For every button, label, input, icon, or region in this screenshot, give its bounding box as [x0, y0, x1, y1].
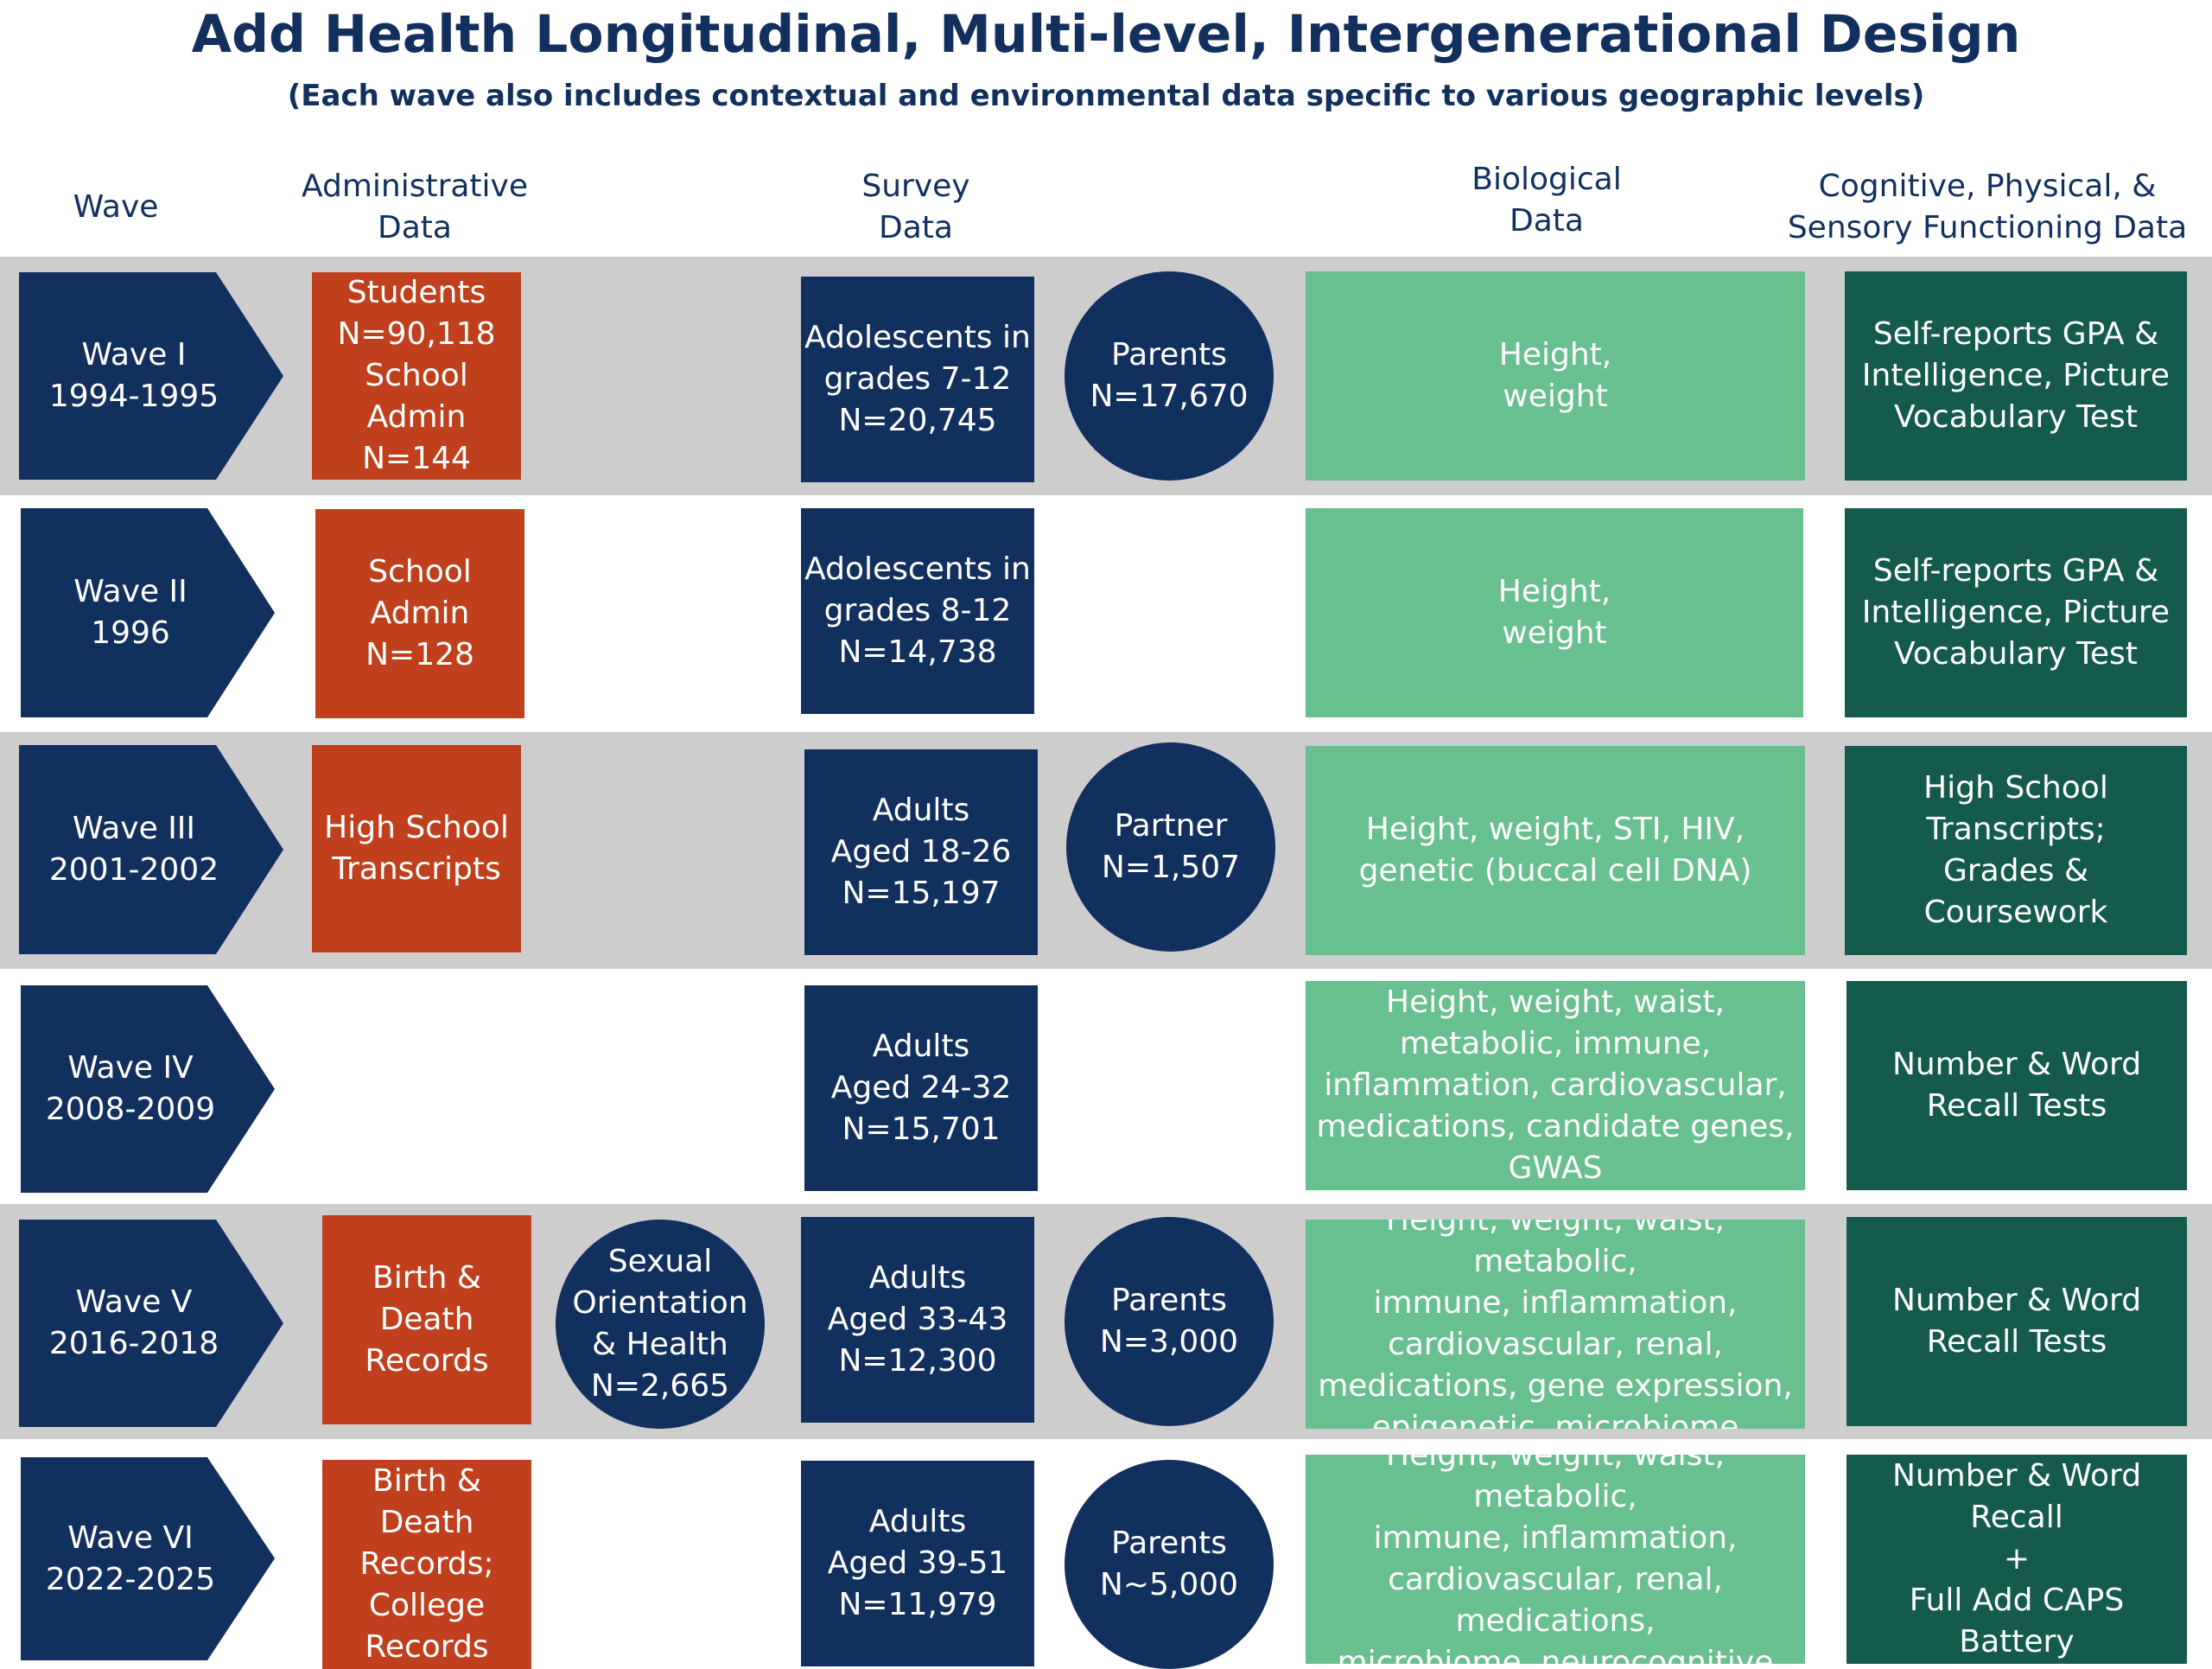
biological-data-text: Height, weight — [1497, 574, 1611, 651]
cognitive-data-wave-3: High School Transcripts; Grades & Course… — [1845, 746, 2187, 955]
page-title: Add Health Longitudinal, Multi-level, In… — [191, 4, 2021, 65]
column-header-cognitive: Cognitive, Physical, & Sensory Functioni… — [1787, 169, 2188, 245]
cognitive-data-wave-5: Number & Word Recall Tests — [1847, 1217, 2187, 1426]
survey-data-text: Adolescents in grades 7-12 N=20,745 — [804, 320, 1031, 438]
admin-data-wave-3: High School Transcripts — [312, 745, 521, 952]
biological-data-text: Height, weight, waist, metabolic, immune… — [1337, 1455, 1774, 1664]
biological-data-text: Height, weight, waist, metabolic, immune… — [1316, 984, 1795, 1186]
admin-data-text: High School Transcripts — [324, 810, 509, 887]
wave-arrow-shape — [21, 985, 275, 1193]
cognitive-data-text: High School Transcripts; Grades & Course… — [1923, 770, 2108, 930]
wave-label-text: Wave I 1994-1995 — [48, 337, 219, 414]
admin-data-wave-2: School Admin N=128 — [315, 509, 524, 718]
survey-data-text: Adolescents in grades 8-12 N=14,738 — [804, 551, 1031, 670]
admin-extra-wave-5: Sexual Orientation & Health N=2,665 — [556, 1220, 765, 1429]
admin-data-text: Students N=90,118 School Admin N=144 — [337, 275, 496, 476]
biological-data-text: Height, weight, STI, HIV, genetic (bucca… — [1358, 812, 1752, 889]
survey-data-wave-1: Adolescents in grades 7-12 N=20,745 — [801, 277, 1034, 482]
wave-label-6: Wave VI 2022-2025 — [21, 1457, 275, 1660]
page-subtitle: (Each wave also includes contextual and … — [287, 79, 1925, 113]
cognitive-data-wave-4: Number & Word Recall Tests — [1847, 981, 2187, 1190]
column-header-biological: Biological Data — [1471, 162, 1622, 239]
wave-arrow-shape — [21, 1457, 275, 1660]
admin-data-wave-6: Birth & Death Records; College Records — [322, 1460, 531, 1669]
wave-label-4: Wave IV 2008-2009 — [21, 985, 275, 1193]
survey-extra-text: Partner N=1,507 — [1101, 808, 1241, 885]
admin-extra-text: Sexual Orientation & Health N=2,665 — [572, 1244, 748, 1404]
survey-data-wave-2: Adolescents in grades 8-12 N=14,738 — [801, 508, 1034, 714]
wave-label-text: Wave IV 2008-2009 — [45, 1050, 216, 1127]
column-header-wave: Wave — [73, 189, 159, 225]
survey-extra-wave-1: Parents N=17,670 — [1065, 271, 1274, 481]
biological-data-wave-5: Height, weight, waist, metabolic, immune… — [1306, 1220, 1805, 1429]
cognitive-data-wave-1: Self-reports GPA & Intelligence, Picture… — [1845, 271, 2187, 481]
cognitive-data-wave-6: Number & Word Recall + Full Add CAPS Bat… — [1847, 1455, 2187, 1664]
survey-extra-text: Parents N~5,000 — [1099, 1526, 1239, 1602]
survey-data-text: Adults Aged 18-26 N=15,197 — [830, 793, 1012, 911]
cognitive-data-text: Self-reports GPA & Intelligence, Picture… — [1861, 316, 2171, 435]
survey-data-wave-6: Adults Aged 39-51 N=11,979 — [801, 1461, 1034, 1666]
survey-extra-wave-5: Parents N=3,000 — [1065, 1217, 1274, 1426]
admin-data-text: Birth & Death Records — [365, 1260, 489, 1379]
wave-label-3: Wave III 2001-2002 — [19, 745, 283, 954]
wave-arrow-shape — [19, 745, 283, 954]
biological-data-text: Height, weight, waist, metabolic, immune… — [1318, 1220, 1793, 1429]
survey-extra-text: Parents N=3,000 — [1099, 1283, 1239, 1360]
survey-data-wave-4: Adults Aged 24-32 N=15,701 — [804, 985, 1038, 1191]
biological-data-wave-6: Height, weight, waist, metabolic, immune… — [1306, 1455, 1805, 1664]
biological-data-wave-3: Height, weight, STI, HIV, genetic (bucca… — [1306, 746, 1805, 955]
wave-label-text: Wave II 1996 — [73, 574, 188, 651]
survey-data-wave-5: Adults Aged 33-43 N=12,300 — [801, 1217, 1034, 1423]
column-header-administrative: Administrative Data — [301, 169, 529, 245]
survey-data-text: Adults Aged 33-43 N=12,300 — [827, 1260, 1008, 1379]
survey-data-wave-3: Adults Aged 18-26 N=15,197 — [804, 749, 1038, 955]
wave-label-text: Wave VI 2022-2025 — [45, 1519, 216, 1597]
survey-extra-wave-6: Parents N~5,000 — [1065, 1460, 1274, 1669]
biological-data-text: Height, weight — [1498, 337, 1612, 414]
cognitive-data-text: Number & Word Recall Tests — [1891, 1283, 2142, 1360]
wave-label-text: Wave III 2001-2002 — [48, 811, 219, 888]
survey-data-text: Adults Aged 24-32 N=15,701 — [830, 1029, 1012, 1147]
admin-data-wave-1: Students N=90,118 School Admin N=144 — [312, 272, 521, 480]
wave-label-1: Wave I 1994-1995 — [19, 272, 283, 480]
cognitive-data-text: Self-reports GPA & Intelligence, Picture… — [1861, 553, 2171, 672]
survey-extra-text: Parents N=17,670 — [1090, 337, 1249, 414]
admin-data-text: Birth & Death Records; College Records — [359, 1463, 494, 1665]
column-header-survey: Survey Data — [861, 169, 970, 245]
wave-arrow-shape — [21, 508, 275, 717]
wave-label-2: Wave II 1996 — [21, 508, 275, 717]
cognitive-data-wave-2: Self-reports GPA & Intelligence, Picture… — [1845, 508, 2187, 717]
biological-data-wave-2: Height, weight — [1306, 508, 1803, 717]
wave-arrow-shape — [19, 1220, 283, 1427]
cognitive-data-text: Number & Word Recall Tests — [1891, 1047, 2142, 1124]
cognitive-data-text: Number & Word Recall + Full Add CAPS Bat… — [1891, 1458, 2142, 1659]
admin-data-wave-5: Birth & Death Records — [322, 1215, 531, 1424]
wave-arrow-shape — [19, 272, 283, 480]
admin-data-text: School Admin N=128 — [365, 554, 474, 672]
survey-data-text: Adults Aged 39-51 N=11,979 — [827, 1504, 1008, 1622]
wave-label-5: Wave V 2016-2018 — [19, 1220, 283, 1427]
biological-data-wave-4: Height, weight, waist, metabolic, immune… — [1306, 981, 1805, 1190]
survey-extra-wave-3: Partner N=1,507 — [1066, 742, 1275, 952]
wave-label-text: Wave V 2016-2018 — [48, 1284, 219, 1361]
biological-data-wave-1: Height, weight — [1306, 271, 1805, 481]
